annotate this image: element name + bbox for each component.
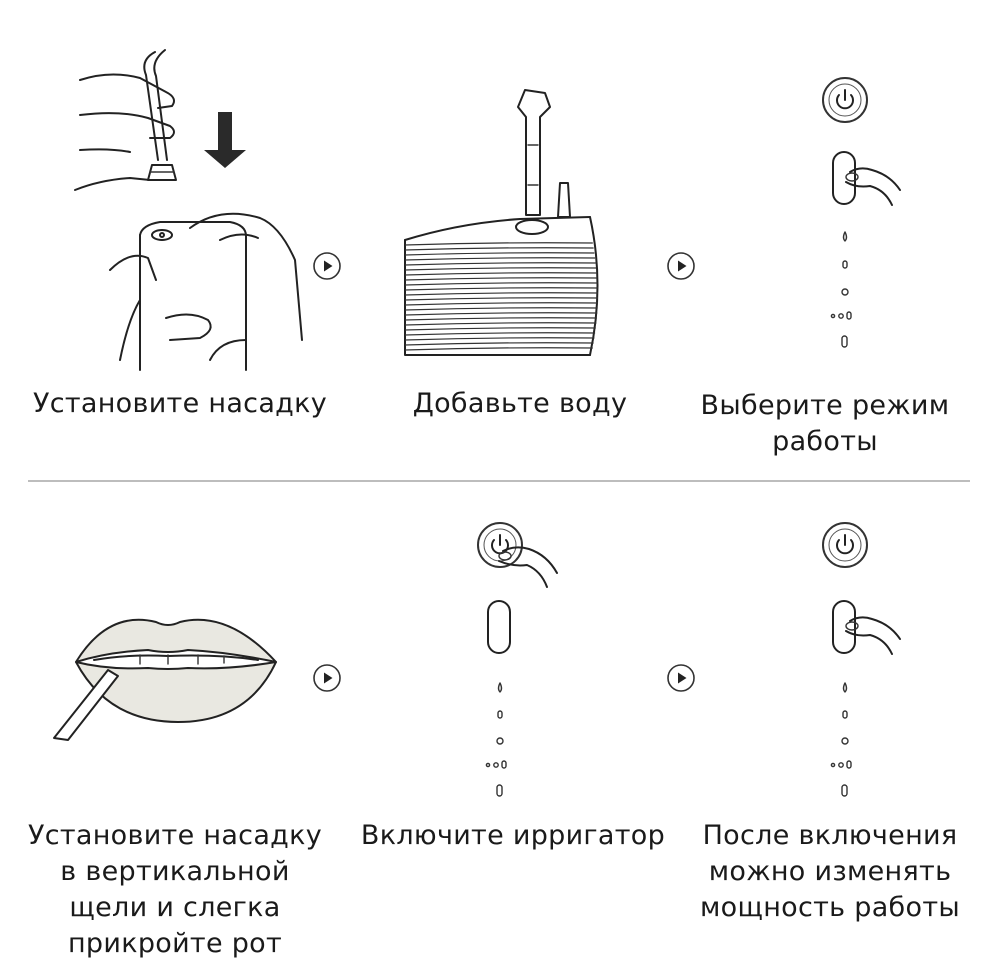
step-6-caption: После включения можно изменять мощность … [700,820,960,923]
select-mode-illustration [822,77,901,348]
play-circle-icon [313,252,341,280]
turn-on-illustration [477,522,558,797]
step-2-caption: Добавьте воду [412,388,628,419]
play-circle-icon [667,252,695,280]
step-4-caption: Установите насадку в вертикальной щели и… [27,820,323,959]
change-power-illustration [822,522,901,797]
step-3-caption: Выберите режим работы [700,390,950,457]
power-icon [822,522,868,568]
row-divider [28,480,970,482]
lips-illustration [53,618,277,741]
play-circle-icon [667,664,695,692]
add-water-illustration [404,89,599,356]
step-1-caption: Установите насадку [32,388,328,419]
power-icon [822,77,868,123]
play-circle-icon [313,664,341,692]
attach-nozzle-illustration [74,49,303,371]
step-5-caption: Включите ирригатор [360,820,666,851]
